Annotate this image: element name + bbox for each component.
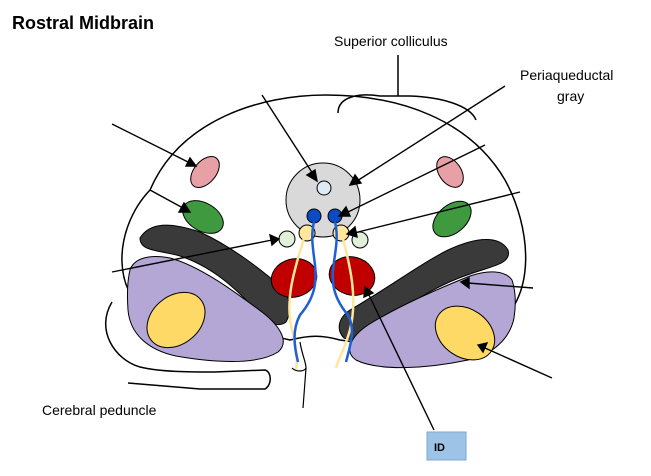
id-badge[interactable]: ID [426, 431, 467, 461]
arrow-to-pale-yellow-right [345, 191, 521, 239]
superior-colliculus-label: Superior colliculus [334, 33, 448, 49]
pink-structure-right [436, 156, 464, 188]
nerve-fiber-blue-left [293, 221, 317, 363]
arrow-to-pale-green-left [111, 233, 281, 273]
arrow-to-substantia-nigra-right [459, 276, 534, 290]
arrow-to-green-left [149, 189, 192, 213]
diagram-title: Rostral Midbrain [12, 13, 154, 33]
substantia-nigra-right [338, 239, 509, 340]
substantia-nigra-left [139, 224, 290, 326]
oculomotor-nucleus-left [306, 208, 322, 224]
pink-structure-left [190, 156, 220, 188]
pale-green-nucleus-left [278, 230, 296, 248]
nerve-fiber-yellow-right [334, 234, 355, 369]
cerebral-peduncle-label: Cerebral peduncle [42, 402, 157, 418]
oculomotor-nerve-stub [302, 367, 307, 409]
pointer-arrows [111, 85, 553, 431]
cerebral-aqueduct [316, 180, 332, 196]
cerebral-peduncle-bracket [105, 301, 271, 390]
pale-yellow-nucleus-left [298, 224, 316, 242]
arrow-to-yellow-right [476, 342, 553, 379]
arrow-to-oculomotor-nucleus [337, 144, 486, 217]
periaqueductal-gray-label-line2: gray [557, 88, 584, 104]
periaqueductal-gray-label-line1: Periaqueductal [520, 67, 613, 83]
yellow-structure-left [146, 291, 206, 349]
superior-colliculus-bracket [337, 55, 477, 121]
arrow-to-aqueduct [261, 94, 318, 183]
id-badge-text[interactable]: ID [434, 442, 445, 454]
id-badge-box[interactable] [426, 431, 467, 461]
periaqueductal-gray [285, 162, 361, 238]
arrow-to-red-nucleus-right [363, 285, 435, 431]
nerve-fiber-blue-right [331, 221, 354, 363]
arrow-to-pink-left [111, 123, 198, 167]
arrow-to-periaqueductal-gray [348, 85, 506, 186]
